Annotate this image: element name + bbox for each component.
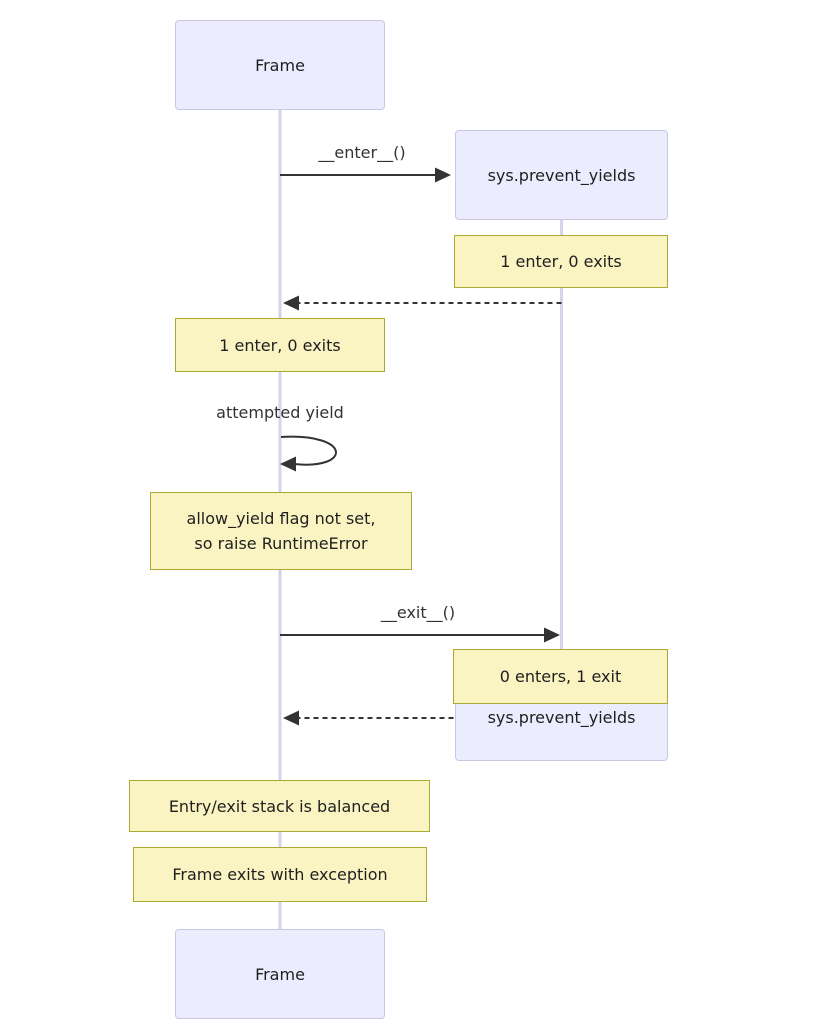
actor-label: sys.prevent_yields [487,708,636,727]
note-sys-exit-count: 0 enters, 1 exit [453,649,668,704]
note-text-line1: allow_yield flag not set, [186,509,376,528]
message-arrow-return-enter [283,295,562,311]
note-frame-enter-count: 1 enter, 0 exits [175,318,385,372]
message-label-exit: __exit__() [380,603,456,622]
actor-label: sys.prevent_yields [487,165,636,185]
message-label-attempted-yield: attempted yield [216,403,344,422]
actor-label: Frame [255,55,305,75]
message-arrow-enter [280,167,451,183]
note-text: 1 enter, 0 exits [500,252,622,271]
note-text: Frame exits with exception [172,865,388,884]
note-text: 1 enter, 0 exits [219,335,341,355]
note-sys-enter-count: 1 enter, 0 exits [454,235,668,288]
message-label-enter: __enter__() [318,143,406,162]
note-stack-balanced: Entry/exit stack is balanced [129,780,430,832]
message-arrow-self-yield [280,435,337,472]
note-text: Entry/exit stack is balanced [168,796,391,816]
actor-box-frame-bottom: Frame [175,929,385,1019]
note-text: 0 enters, 1 exit [499,667,622,686]
note-text-line2: so raise RuntimeError [194,534,368,553]
actor-box-frame-top: Frame [175,20,385,110]
note-frame-exception: Frame exits with exception [133,847,427,902]
message-arrow-exit [280,627,560,643]
message-arrow-return-exit [283,710,562,726]
actor-label: Frame [255,964,305,984]
note-yield-error: allow_yield flag not set, so raise Runti… [150,492,412,570]
actor-box-sys-top: sys.prevent_yields [455,130,668,220]
